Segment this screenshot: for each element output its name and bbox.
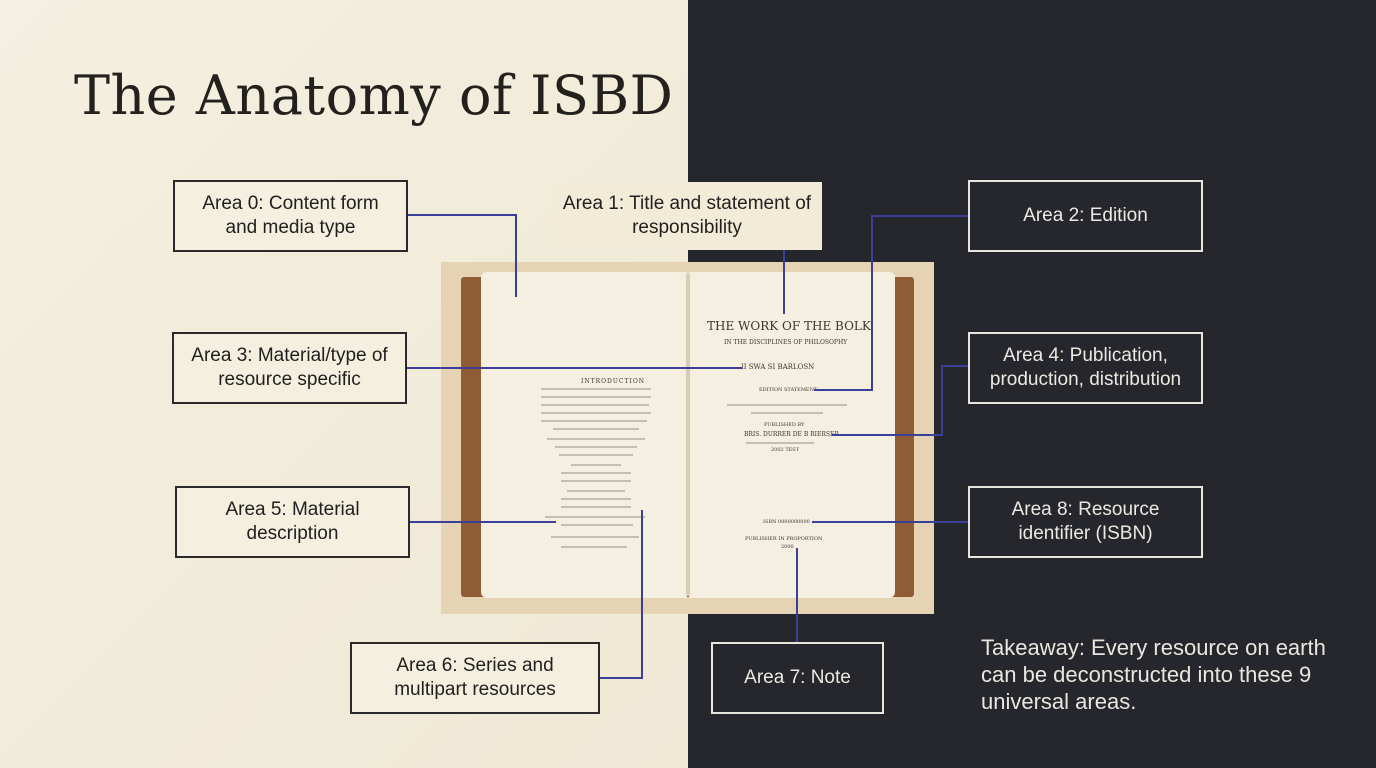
area-7-label: Area 7: Note [711, 642, 884, 714]
open-book-illustration: INTRODUCTION THE WORK OF THE BOLK IN THE… [441, 262, 934, 614]
takeaway-text: Takeaway: Every resource on earth can be… [981, 635, 1326, 714]
book-isbn-text: ISBN 0000000000 [763, 519, 810, 525]
book-edition-text: EDITION STATEMENT [759, 387, 818, 393]
text-line [746, 442, 814, 444]
text-line [561, 506, 631, 508]
book-publisher-text: BRIS. DURRER DE B RIERSER [744, 431, 839, 438]
text-line [551, 536, 639, 538]
area-0-label: Area 0: Content form and media type [173, 180, 408, 252]
book-spine-gutter [686, 274, 690, 596]
area-6-label: Area 6: Series and multipart resources [350, 642, 600, 714]
area-2-label: Area 2: Edition [968, 180, 1203, 252]
area-1-label: Area 1: Title and statement of responsib… [552, 182, 822, 250]
text-line [553, 428, 639, 430]
connector-area4 [832, 365, 968, 436]
text-line [559, 454, 633, 456]
book-published-by-text: PUBLISHED BY [764, 422, 805, 428]
text-line [555, 446, 637, 448]
text-line [561, 524, 633, 526]
text-line [545, 516, 645, 518]
text-line [751, 412, 823, 414]
book-printed-text: PUBLISHER IN PROPORTION [745, 536, 823, 542]
page-title: The Anatomy of ISBD [74, 64, 674, 127]
connector-area6 [600, 510, 643, 679]
area-3-label: Area 3: Material/type of resource specif… [172, 332, 407, 404]
book-subtitle-text: IN THE DISCIPLINES OF PHILOSOPHY [724, 339, 848, 346]
text-line [547, 438, 645, 440]
text-line [727, 404, 847, 406]
text-line [561, 480, 631, 482]
text-line [541, 396, 651, 398]
text-line [561, 498, 631, 500]
book-printed-year-text: 2000 [781, 544, 794, 550]
text-line [561, 546, 627, 548]
book-publisher-year-text: 2002 TEST [771, 447, 800, 453]
book-title-text: THE WORK OF THE BOLK [707, 319, 871, 333]
text-line [567, 490, 625, 492]
book-byline-text: II SWA SI BARLOSN [741, 363, 815, 371]
text-line [561, 472, 631, 474]
text-line [541, 404, 649, 406]
book-left-page [481, 272, 687, 598]
connector-area2 [814, 215, 968, 391]
connector-area0 [408, 214, 517, 297]
text-line [541, 412, 651, 414]
area-4-label: Area 4: Publication, production, distrib… [968, 332, 1203, 404]
text-line [571, 464, 621, 466]
text-line [541, 388, 651, 390]
left-page-heading: INTRODUCTION [581, 378, 646, 385]
area-5-label: Area 5: Material description [175, 486, 410, 558]
area-8-label: Area 8: Resource identifier (ISBN) [968, 486, 1203, 558]
text-line [541, 420, 647, 422]
